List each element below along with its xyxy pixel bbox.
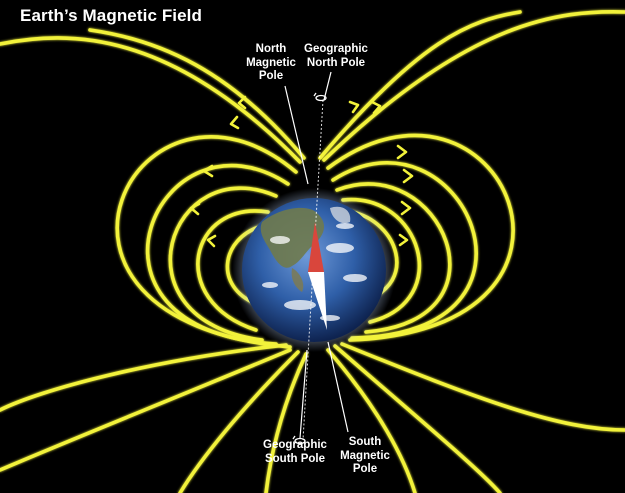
arrow-right-2 bbox=[400, 200, 412, 216]
earth-clouds bbox=[262, 223, 367, 321]
rotation-arrow-icon-north bbox=[313, 92, 327, 102]
earth-land-central bbox=[291, 268, 304, 292]
label-north-magnetic-pole: North Magnetic Pole bbox=[244, 43, 298, 84]
pointer-south-magnetic bbox=[327, 341, 349, 433]
label-line: North bbox=[255, 43, 287, 55]
pointer-lines bbox=[284, 71, 349, 439]
field-line-left-8 bbox=[0, 348, 292, 472]
field-line-left-2 bbox=[196, 209, 270, 332]
compass-north-half bbox=[308, 222, 324, 272]
label-line: Pole bbox=[258, 70, 284, 82]
arrow-right-5 bbox=[370, 100, 382, 115]
label-line: South bbox=[348, 436, 382, 448]
label-line: Geographic bbox=[263, 439, 327, 451]
pointer-north-magnetic bbox=[284, 85, 309, 185]
field-line-right-6 bbox=[322, 10, 625, 162]
field-line-right-5 bbox=[326, 133, 515, 342]
label-line: Magnetic bbox=[340, 449, 390, 462]
field-line-right-4 bbox=[331, 160, 478, 340]
arrow-left-4 bbox=[229, 115, 240, 130]
field-line-left-6 bbox=[0, 36, 302, 164]
field-line-right-2 bbox=[341, 197, 422, 324]
label-line: North Pole bbox=[306, 56, 366, 69]
arrow-right-6 bbox=[348, 100, 360, 114]
diagram-title: Earth’s Magnetic Field bbox=[20, 6, 202, 25]
compass-needle-icon bbox=[308, 222, 327, 330]
pointer-geographic-north bbox=[323, 71, 332, 101]
field-arrows bbox=[189, 95, 414, 248]
earth-land-north-america bbox=[260, 207, 325, 268]
label-line: Magnetic bbox=[246, 56, 296, 69]
field-line-left-7 bbox=[88, 28, 306, 160]
geographic-axis bbox=[302, 99, 324, 441]
field-line-left-11 bbox=[0, 343, 288, 412]
label-line: South Pole bbox=[264, 452, 326, 465]
rotation-arrow-icon-south bbox=[292, 435, 306, 445]
field-line-left-3 bbox=[168, 186, 278, 342]
arrow-right-1 bbox=[398, 233, 409, 247]
field-line-right-7 bbox=[318, 10, 522, 160]
arrow-right-3 bbox=[402, 168, 414, 184]
field-line-left-5 bbox=[115, 135, 298, 349]
arrow-left-2 bbox=[189, 202, 201, 216]
arrow-left-3 bbox=[202, 164, 214, 178]
compass-south-half bbox=[308, 272, 327, 330]
label-south-magnetic-pole: South Magnetic Pole bbox=[338, 436, 392, 477]
field-line-left-9 bbox=[178, 350, 300, 493]
label-line: Pole bbox=[352, 463, 378, 475]
field-line-right-10 bbox=[326, 348, 417, 493]
pointer-geographic-south bbox=[299, 349, 308, 439]
label-geographic-north-pole: Geographic North Pole bbox=[296, 43, 376, 70]
arrow-left-5 bbox=[237, 95, 247, 110]
earth-land-greenland bbox=[330, 206, 351, 224]
label-line: Geographic bbox=[304, 43, 368, 55]
field-lines bbox=[0, 10, 625, 493]
field-line-right-3 bbox=[335, 182, 452, 334]
arrow-left-1 bbox=[206, 234, 217, 248]
field-line-right-9 bbox=[333, 344, 502, 493]
arrow-right-4 bbox=[396, 144, 408, 160]
field-line-right-8 bbox=[340, 342, 625, 432]
field-line-left-10 bbox=[264, 352, 308, 493]
label-geographic-south-pole: Geographic South Pole bbox=[255, 439, 335, 466]
